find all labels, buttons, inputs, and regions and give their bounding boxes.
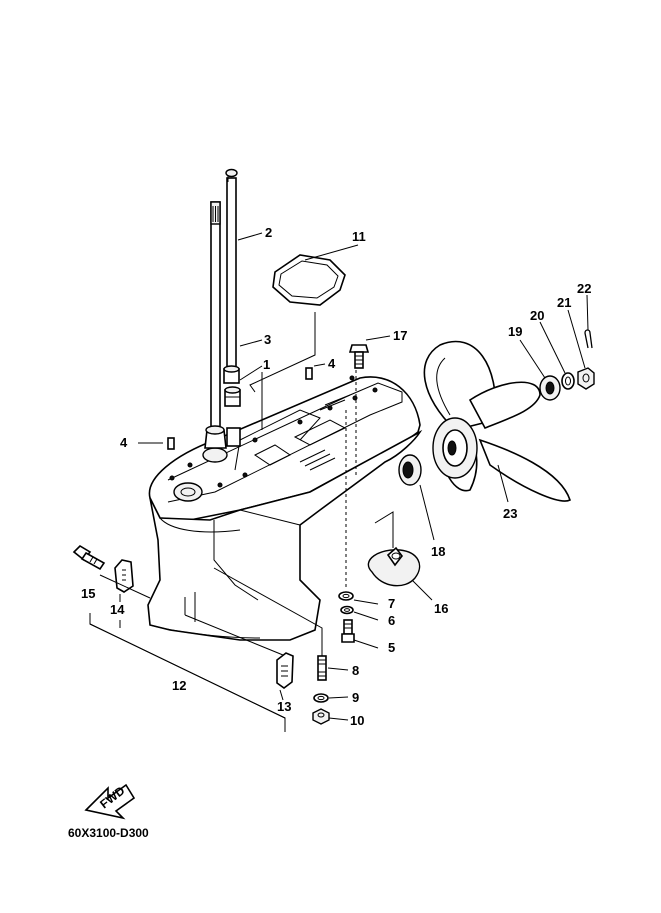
- callout-21: 21: [557, 295, 571, 310]
- callout-18: 18: [431, 544, 445, 559]
- callout-19: 19: [508, 324, 522, 339]
- callout-9: 9: [352, 690, 359, 705]
- callout-12: 12: [172, 678, 186, 693]
- anode: [367, 546, 421, 587]
- stud-nut: [312, 708, 330, 725]
- callout-7: 7: [388, 596, 395, 611]
- dowel-pin-right: [305, 367, 313, 380]
- washer: [561, 372, 575, 390]
- callout-3: 3: [264, 332, 271, 347]
- callout-17: 17: [393, 328, 407, 343]
- propeller: [423, 340, 571, 502]
- callout-1: 1: [263, 357, 270, 372]
- diagram-code: 60X3100-D300: [68, 826, 149, 840]
- drive-shaft: [225, 168, 238, 369]
- callout-8: 8: [352, 663, 359, 678]
- spacer: [539, 375, 561, 401]
- anode-spring-washer: [340, 605, 354, 615]
- dowel-pin-left: [167, 437, 175, 450]
- callout-4-left: 4: [120, 435, 128, 450]
- callout-labels: 1 2 3 4 4 5 6 7 8 9 10 11 12 13 14 15 16…: [81, 225, 591, 728]
- propeller-nut: [577, 367, 595, 390]
- callout-5: 5: [388, 640, 395, 655]
- callout-22: 22: [577, 281, 591, 296]
- anode-bolt: [341, 619, 355, 643]
- stud-bolt: [317, 655, 327, 681]
- water-inlet-cover-14: [114, 559, 134, 593]
- callout-20: 20: [530, 308, 544, 323]
- oil-seal-housing: [224, 386, 241, 447]
- anode-washer: [338, 591, 354, 601]
- thrust-washer: [398, 454, 422, 486]
- callout-4-right: 4: [328, 356, 336, 371]
- callout-6: 6: [388, 613, 395, 628]
- bolt-17: [348, 344, 370, 369]
- callout-2: 2: [265, 225, 272, 240]
- forward-direction-arrow: FWD: [84, 783, 136, 820]
- shift-rod: [204, 201, 227, 449]
- stud-washer: [313, 693, 329, 703]
- callout-13: 13: [277, 699, 291, 714]
- water-inlet-cover-13: [276, 652, 294, 689]
- callout-14: 14: [110, 602, 125, 617]
- leader-lines: [89, 232, 589, 732]
- bolt-15: [72, 544, 106, 571]
- callout-11: 11: [352, 229, 366, 244]
- callout-10: 10: [350, 713, 364, 728]
- lower-casing: [147, 375, 423, 641]
- gasket: [272, 254, 346, 306]
- callout-16: 16: [434, 601, 448, 616]
- drive-shaft-bushing: [223, 365, 240, 384]
- callout-15: 15: [81, 586, 95, 601]
- cotter-pin: [584, 329, 593, 349]
- callout-23: 23: [503, 506, 517, 521]
